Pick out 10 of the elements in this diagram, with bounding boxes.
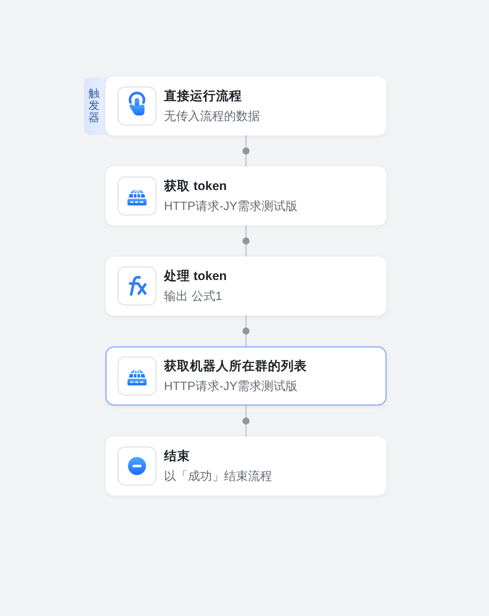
connector bbox=[245, 404, 247, 436]
node-box: 处理 token 输出 公式1 bbox=[106, 256, 386, 315]
connector bbox=[245, 224, 247, 256]
node-box: 获取机器人所在群的列表 HTTP请求-JY需求测试版 bbox=[106, 346, 386, 405]
tab-label: 触发器 bbox=[88, 88, 100, 124]
connector bbox=[245, 134, 247, 166]
connector bbox=[245, 314, 247, 346]
node-box: 直接运行流程 无传入流程的数据 bbox=[106, 76, 386, 135]
node-box: 结束 以「成功」结束流程 bbox=[106, 436, 386, 495]
node-box: 获取 token HTTP请求-JY需求测试版 bbox=[106, 166, 386, 225]
